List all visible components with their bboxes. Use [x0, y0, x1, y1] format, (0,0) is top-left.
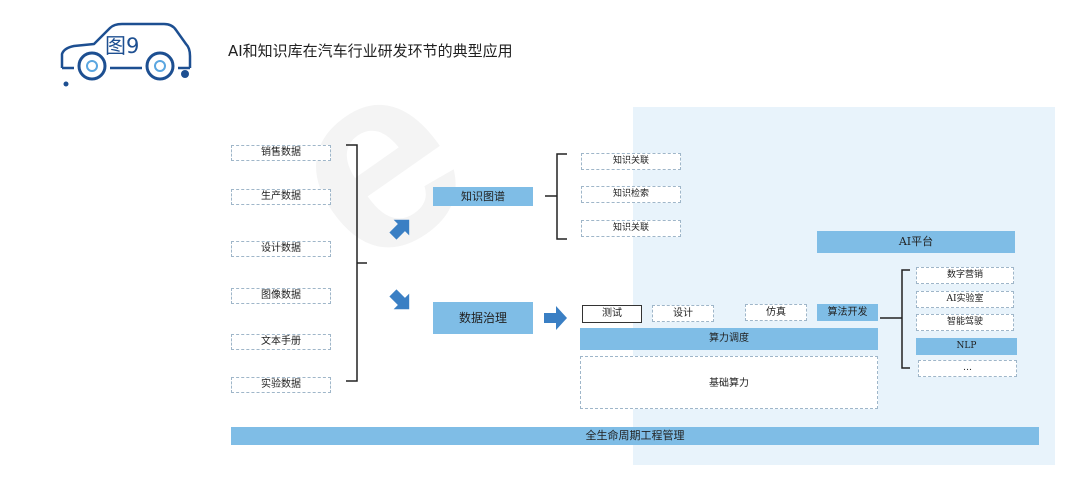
kg-bracket — [556, 153, 567, 240]
kg-item-association-2: 知识关联 — [581, 220, 681, 237]
ai-item-autonomous-driving: 智能驾驶 — [916, 314, 1014, 331]
arrow-governance-to-platform — [544, 306, 567, 330]
page-title: AI和知识库在汽车行业研发环节的典型应用 — [228, 42, 513, 60]
data-source-manual: 文本手册 — [231, 334, 331, 350]
car-badge-icon — [60, 22, 192, 87]
sources-bracket — [346, 144, 358, 382]
knowledge-graph-box: 知识图谱 — [433, 187, 533, 206]
base-compute-box: 基础算力 — [580, 356, 878, 409]
ai-bracket — [901, 269, 910, 369]
ai-item-digital-marketing: 数字营销 — [916, 267, 1014, 284]
ai-item-more: … — [918, 360, 1017, 377]
data-source-experiment: 实验数据 — [231, 377, 331, 393]
gov-item-algorithm-dev: 算法开发 — [817, 304, 878, 321]
lifecycle-management-bar: 全生命周期工程管理 — [231, 427, 1039, 445]
ai-item-nlp: NLP — [916, 338, 1017, 355]
gov-item-design: 设计 — [652, 305, 714, 322]
figure-badge-label: 图9 — [105, 34, 140, 58]
ai-item-ai-lab: AI实验室 — [916, 291, 1014, 308]
gov-item-simulation: 仿真 — [745, 304, 807, 321]
ai-platform-bar: AI平台 — [817, 231, 1015, 253]
data-governance-box: 数据治理 — [433, 302, 533, 334]
compute-scheduling-bar: 算力调度 — [580, 328, 878, 350]
data-source-design: 设计数据 — [231, 241, 331, 257]
data-source-production: 生产数据 — [231, 189, 331, 205]
arrow-to-data-governance — [389, 289, 410, 310]
data-source-image: 图像数据 — [231, 288, 331, 304]
kg-item-association-1: 知识关联 — [581, 153, 681, 170]
data-source-sales: 销售数据 — [231, 145, 331, 161]
gov-item-test: 测试 — [582, 305, 642, 323]
arrow-to-knowledge-graph — [389, 219, 410, 240]
kg-item-retrieval: 知识检索 — [581, 186, 681, 203]
